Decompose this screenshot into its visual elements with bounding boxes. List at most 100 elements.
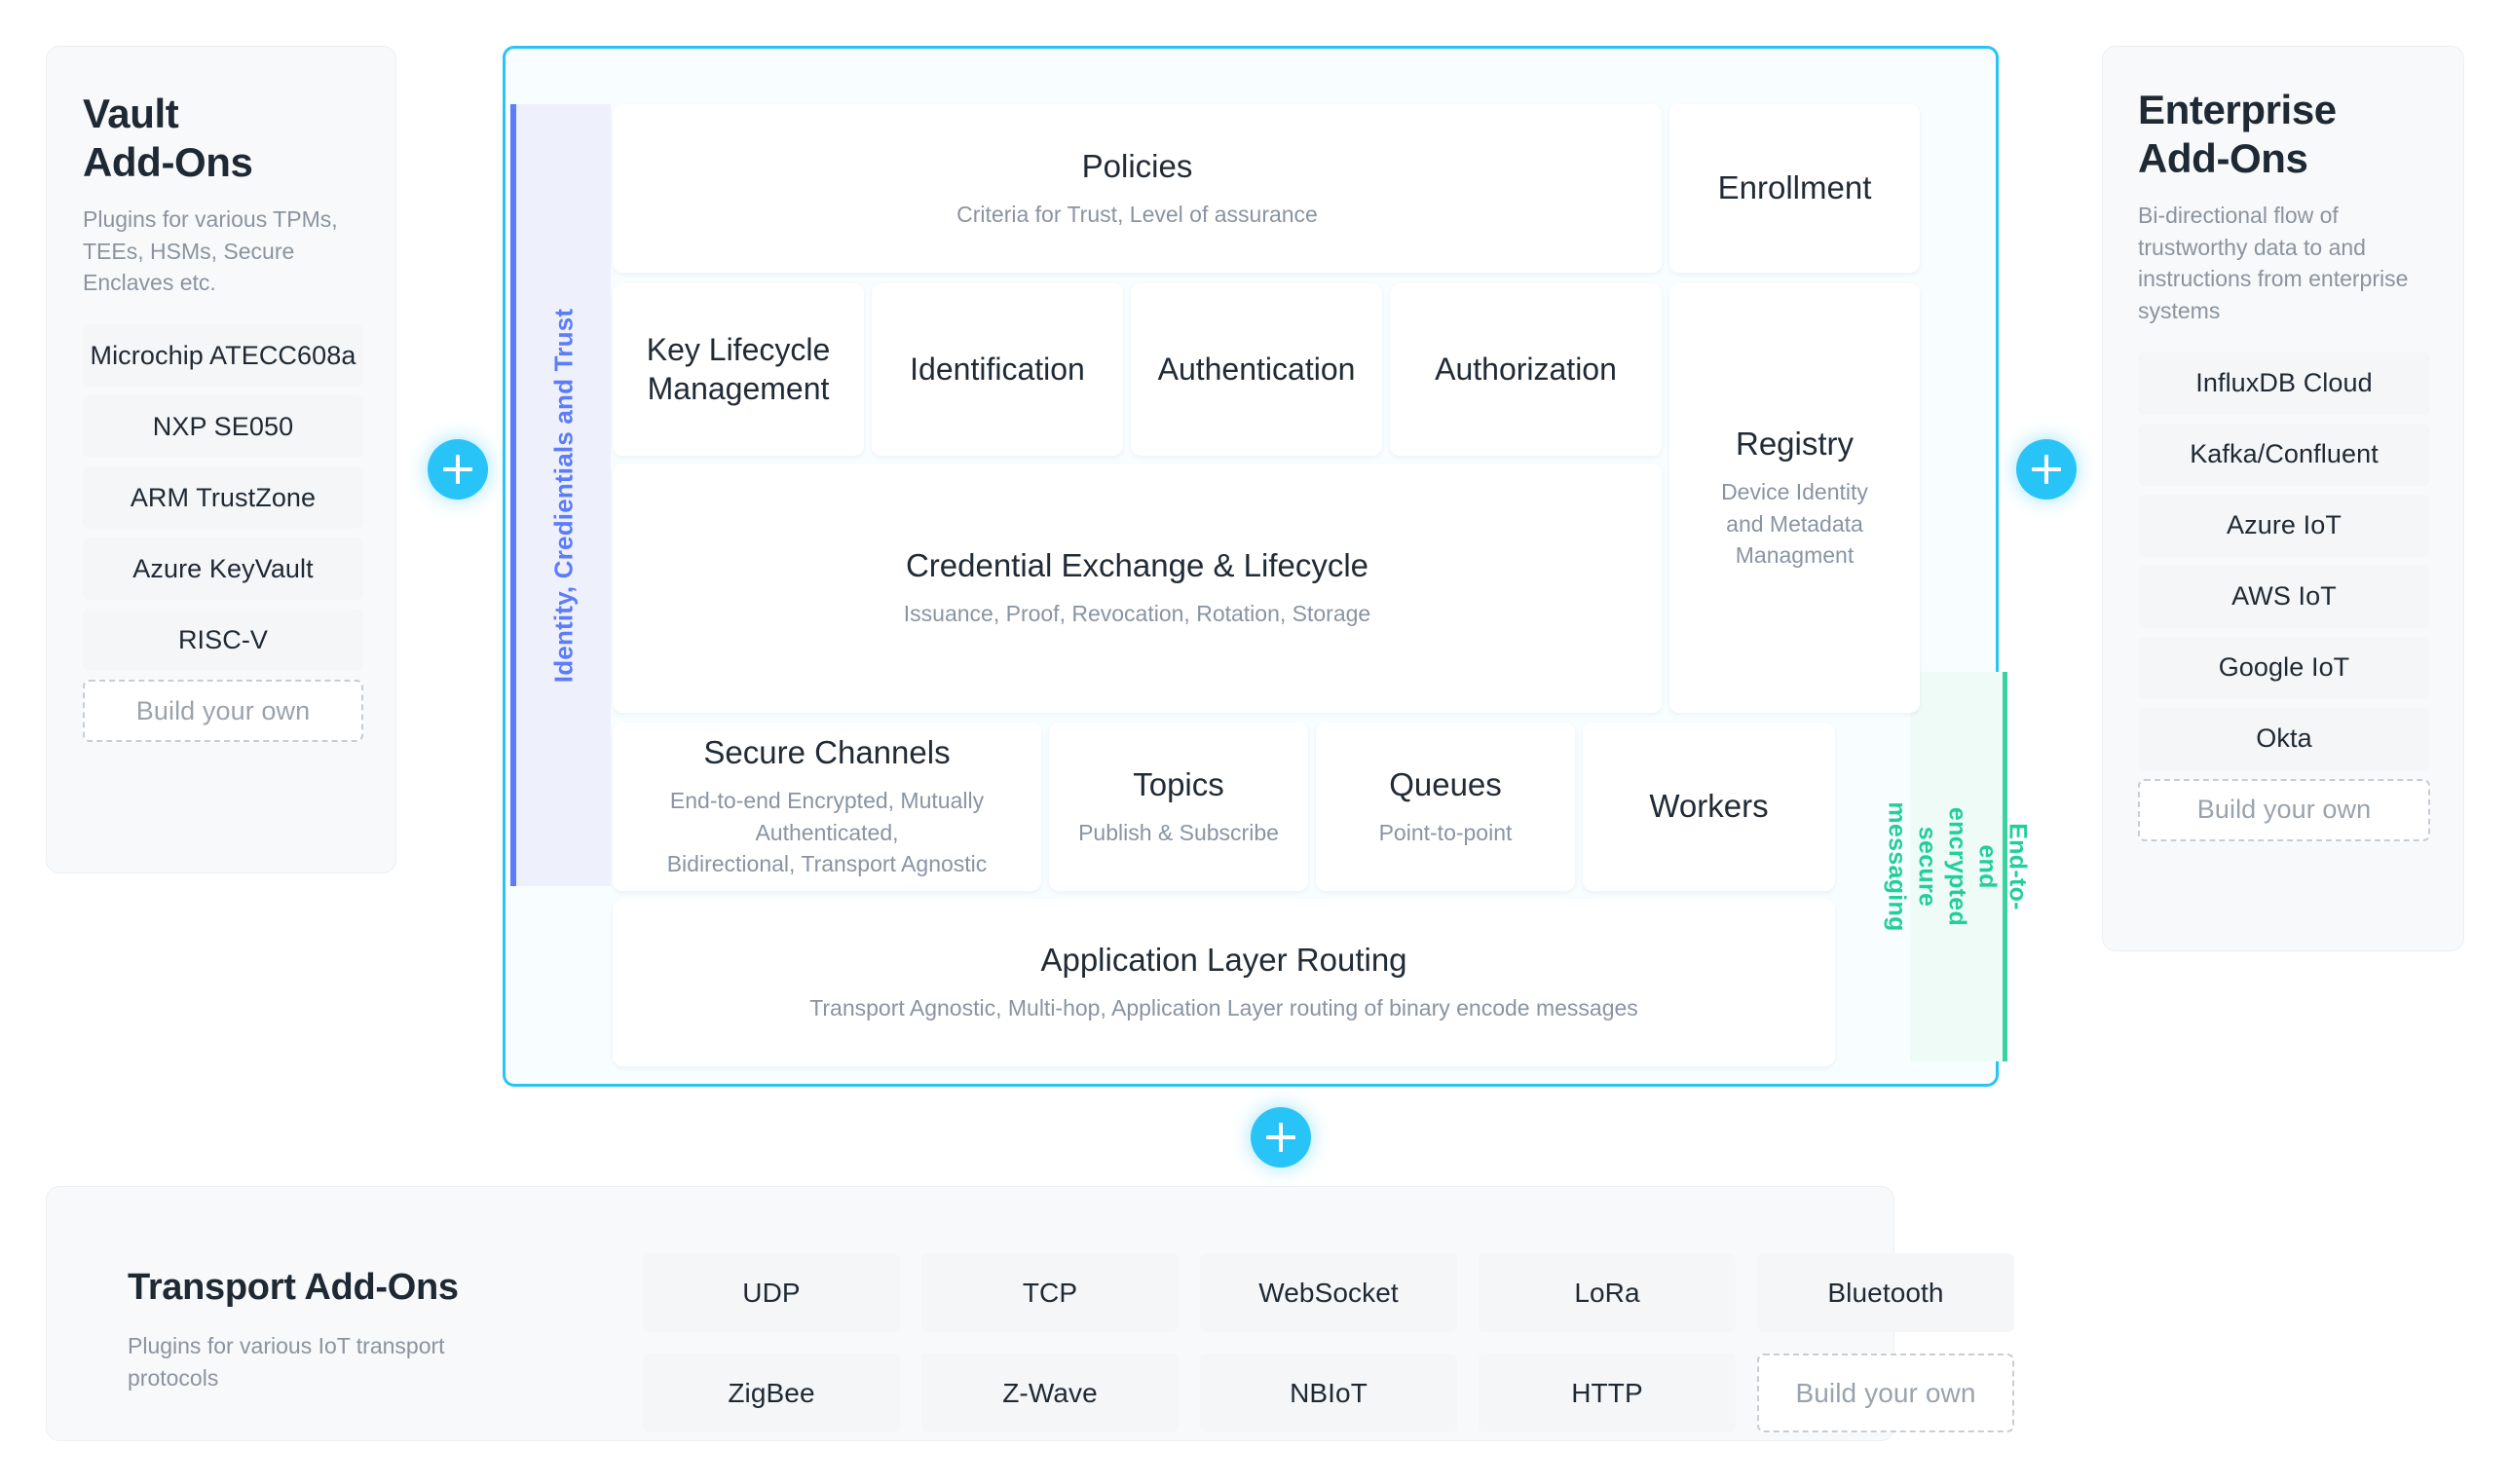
enterprise-addon-item[interactable]: Okta <box>2138 707 2430 770</box>
card-identification[interactable]: Identification <box>872 283 1123 456</box>
card-enrollment-title: Enrollment <box>1717 169 1872 206</box>
identity-credentials-trust-band: Identity, Credientials and Trust <box>510 104 611 886</box>
transport-addon-item-label: Build your own <box>1795 1377 1976 1408</box>
card-topics[interactable]: Topics Publish & Subscribe <box>1049 723 1308 891</box>
enterprise-panel-subtitle: Bi-directional flow of trustworthy data … <box>2138 203 2409 324</box>
card-credential-exchange-lifecycle[interactable]: Credential Exchange & Lifecycle Issuance… <box>613 464 1662 713</box>
enterprise-addon-item-label: Build your own <box>2196 795 2372 825</box>
vault-panel-subtitle: Plugins for various TPMs, TEEs, HSMs, Se… <box>83 206 338 296</box>
card-policies-title: Policies <box>1081 147 1193 184</box>
transport-addon-item-label: NBIoT <box>1290 1377 1368 1408</box>
enterprise-addon-item[interactable]: InfluxDB Cloud <box>2138 352 2430 415</box>
vault-addon-item[interactable]: RISC-V <box>83 609 363 672</box>
card-authentication[interactable]: Authentication <box>1131 283 1382 456</box>
enterprise-addon-item-label: InfluxDB Cloud <box>2195 368 2373 398</box>
transport-addon-item[interactable]: Bluetooth <box>1757 1253 2014 1332</box>
enterprise-addon-build-your-own[interactable]: Build your own <box>2138 778 2430 841</box>
card-credential-exchange-subtitle: Issuance, Proof, Revocation, Rotation, S… <box>903 601 1371 627</box>
enterprise-addons-panel: Enterprise Add-Ons Bi-directional flow o… <box>2102 46 2464 951</box>
transport-addon-item-label: Bluetooth <box>1827 1277 1944 1308</box>
card-policies-subtitle: Criteria for Trust, Level of assurance <box>956 201 1318 227</box>
card-authorization[interactable]: Authorization <box>1390 283 1662 456</box>
card-topics-title: Topics <box>1133 765 1224 802</box>
card-authorization-title: Authorization <box>1435 351 1617 387</box>
vault-addon-item-label: NXP SE050 <box>152 411 294 441</box>
card-application-layer-routing-subtitle: Transport Agnostic, Multi-hop, Applicati… <box>809 995 1638 1021</box>
enterprise-addon-item-label: Okta <box>2256 723 2312 754</box>
card-authentication-title: Authentication <box>1157 351 1356 387</box>
card-registry-subtitle: Device Identity and Metadata Managment <box>1721 479 1868 569</box>
card-application-layer-routing[interactable]: Application Layer Routing Transport Agno… <box>613 899 1835 1066</box>
transport-addons-panel: Transport Add-Ons Plugins for various Io… <box>46 1186 2014 1441</box>
transport-addon-item[interactable]: ZigBee <box>643 1354 900 1432</box>
vault-addon-item-label: RISC-V <box>177 624 269 654</box>
enterprise-addon-item-label: Google IoT <box>2218 652 2350 683</box>
transport-panel-heading-group: Transport Add-Ons Plugins for various Io… <box>128 1267 537 1393</box>
transport-panel-subtitle: Plugins for various IoT transport protoc… <box>128 1333 445 1391</box>
transport-addon-item[interactable]: UDP <box>643 1253 900 1332</box>
core-platform-panel: Identity, Credientials and Trust End-to-… <box>503 46 2031 1087</box>
card-queues[interactable]: Queues Point-to-point <box>1316 723 1575 891</box>
end-to-end-encrypted-messaging-band: End-to-end encrypted secure messaging <box>1883 672 2031 1061</box>
transport-addon-build-your-own[interactable]: Build your own <box>1757 1354 2014 1432</box>
transport-addon-item-label: UDP <box>742 1277 801 1308</box>
transport-addon-item[interactable]: NBIoT <box>1200 1354 1457 1432</box>
transport-addon-item[interactable]: TCP <box>921 1253 1179 1332</box>
card-secure-channels-title: Secure Channels <box>703 733 951 770</box>
transport-addon-item-label: TCP <box>1022 1277 1078 1308</box>
add-vault-addon-button[interactable] <box>428 439 488 500</box>
enterprise-addon-item[interactable]: Azure IoT <box>2138 494 2430 557</box>
card-key-lifecycle-management-title: Key Lifecycle Management <box>646 332 831 406</box>
card-application-layer-routing-title: Application Layer Routing <box>1040 942 1407 979</box>
card-topics-subtitle: Publish & Subscribe <box>1078 819 1279 845</box>
transport-addon-item[interactable]: HTTP <box>1479 1354 1736 1432</box>
card-identification-title: Identification <box>910 351 1085 387</box>
transport-addon-item-label: ZigBee <box>728 1377 815 1408</box>
transport-addon-item-label: HTTP <box>1571 1377 1643 1408</box>
card-secure-channels[interactable]: Secure Channels End-to-end Encrypted, Mu… <box>613 723 1041 891</box>
vault-addon-item[interactable]: Microchip ATECC608a <box>83 324 363 388</box>
card-secure-channels-subtitle: End-to-end Encrypted, Mutually Authentic… <box>666 788 988 877</box>
card-workers-title: Workers <box>1649 788 1769 825</box>
enterprise-addon-item-label: Kafka/Confluent <box>2190 439 2379 469</box>
vault-addon-item[interactable]: NXP SE050 <box>83 395 363 459</box>
enterprise-addon-item-label: AWS IoT <box>2231 581 2337 612</box>
vault-addon-item[interactable]: Azure KeyVault <box>83 538 363 601</box>
transport-addon-item[interactable]: Z-Wave <box>921 1354 1179 1432</box>
card-queues-title: Queues <box>1389 765 1502 802</box>
enterprise-addon-item[interactable]: Kafka/Confluent <box>2138 423 2430 486</box>
enterprise-addon-item[interactable]: AWS IoT <box>2138 565 2430 628</box>
vault-addon-item-label: ARM TrustZone <box>130 482 317 512</box>
card-registry[interactable]: Registry Device Identity and Metadata Ma… <box>1669 283 1920 713</box>
transport-addon-item[interactable]: WebSocket <box>1200 1253 1457 1332</box>
e2e-band-label: End-to-end encrypted secure messaging <box>1883 801 2031 932</box>
enterprise-panel-title: Enterprise Add-Ons <box>2138 87 2337 181</box>
transport-addon-item-label: WebSocket <box>1258 1277 1399 1308</box>
vault-addon-item[interactable]: ARM TrustZone <box>83 466 363 530</box>
vault-addon-item-label: Microchip ATECC608a <box>90 340 356 370</box>
transport-panel-title: Transport Add-Ons <box>128 1267 459 1308</box>
vault-addon-item-label: Azure KeyVault <box>132 553 314 583</box>
identity-band-label: Identity, Credientials and Trust <box>548 308 578 683</box>
card-workers[interactable]: Workers <box>1583 723 1835 891</box>
card-key-lifecycle-management[interactable]: Key Lifecycle Management <box>613 283 864 456</box>
card-registry-title: Registry <box>1735 425 1855 462</box>
add-transport-addon-button[interactable] <box>1251 1107 1311 1168</box>
card-policies[interactable]: Policies Criteria for Trust, Level of as… <box>613 104 1662 273</box>
card-enrollment[interactable]: Enrollment <box>1669 104 1920 273</box>
transport-addon-item-label: LoRa <box>1574 1277 1640 1308</box>
enterprise-addon-item[interactable]: Google IoT <box>2138 636 2430 699</box>
card-credential-exchange-title: Credential Exchange & Lifecycle <box>905 547 1369 584</box>
vault-addons-panel: Vault Add-Ons Plugins for various TPMs, … <box>46 46 396 873</box>
enterprise-addon-item-label: Azure IoT <box>2227 510 2342 540</box>
vault-addon-build-your-own[interactable]: Build your own <box>83 680 363 743</box>
vault-addon-item-label: Build your own <box>135 695 311 725</box>
card-queues-subtitle: Point-to-point <box>1378 819 1513 845</box>
transport-addon-item-label: Z-Wave <box>1002 1377 1098 1408</box>
transport-addon-item[interactable]: LoRa <box>1479 1253 1736 1332</box>
add-enterprise-addon-button[interactable] <box>2016 439 2077 500</box>
